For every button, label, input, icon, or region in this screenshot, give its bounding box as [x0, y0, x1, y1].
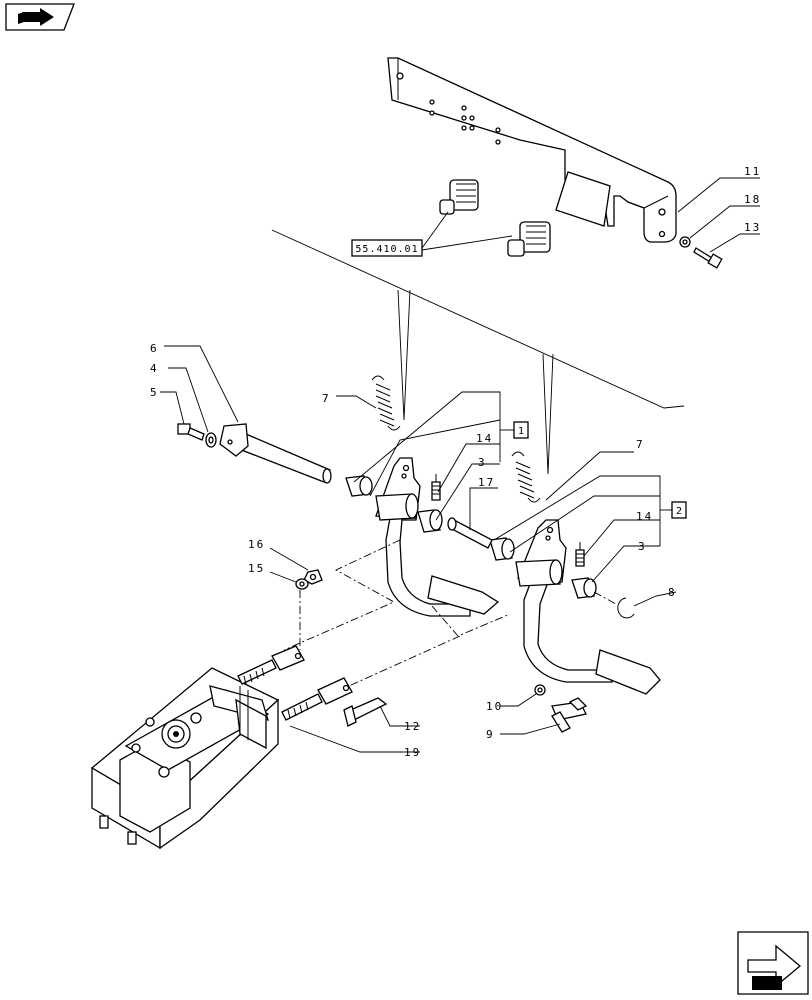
clevis-pin-12: [343, 697, 388, 727]
pedal-switch-lower: [507, 221, 551, 257]
callout-3-left: 3: [478, 456, 487, 469]
callout-14-left: 14: [476, 432, 493, 445]
group-box-1[interactable]: 1: [513, 421, 529, 439]
return-spring-left: [371, 375, 401, 431]
pivot-pin-17: [447, 517, 493, 549]
callout-9: 9: [486, 728, 495, 741]
callout-5: 5: [150, 386, 159, 399]
pedal-switch-upper: [439, 179, 479, 215]
grease-screw-left: [431, 474, 441, 501]
brake-pedal-right: [515, 519, 661, 695]
callout-7-left: 7: [322, 392, 331, 405]
brake-pedal-left: [375, 457, 500, 617]
bolt-5: [177, 423, 205, 441]
group-box-1-label: 1: [518, 426, 524, 437]
callout-6: 6: [150, 342, 159, 355]
callout-4: 4: [150, 362, 159, 375]
bushing-center: [489, 537, 515, 561]
washer-18: [679, 236, 691, 248]
callout-18: 18: [744, 193, 761, 206]
callout-11: 11: [744, 165, 761, 178]
bushing-left: [345, 475, 373, 497]
reference-box-label: 55.410.01: [355, 244, 418, 255]
next-page-arrow-icon[interactable]: [737, 931, 809, 995]
pedal-support-bracket: [387, 57, 677, 243]
callout-12: 12: [404, 720, 421, 733]
callout-7-right: 7: [636, 438, 645, 451]
pushrod-clevis-lower: [281, 677, 353, 721]
group-box-2[interactable]: 2: [671, 501, 687, 519]
callout-15: 15: [248, 562, 265, 575]
callout-10: 10: [486, 700, 503, 713]
return-spring-right: [511, 451, 541, 503]
pushrod-clevis-upper: [237, 645, 305, 685]
pedal-shaft-6: [219, 423, 332, 484]
bushing-3-right: [571, 577, 597, 599]
book-arrow-icon[interactable]: [5, 3, 75, 31]
callout-3-right: 3: [638, 540, 647, 553]
master-cylinder: [90, 667, 280, 850]
washer-10: [534, 684, 546, 696]
callout-8: 8: [668, 586, 677, 599]
circlip-8: [617, 597, 635, 619]
bolt-13: [693, 247, 723, 269]
callout-13: 13: [744, 221, 761, 234]
grease-screw-right: [575, 542, 585, 567]
bushing-3-left: [417, 509, 443, 533]
washer-4: [205, 432, 217, 448]
group-box-2-label: 2: [676, 506, 682, 517]
callout-19: 19: [404, 746, 421, 759]
reference-box[interactable]: 55.410.01: [351, 239, 423, 257]
valve-fitting-9: [551, 697, 588, 733]
washer-15: [295, 578, 309, 590]
callout-14-right: 14: [636, 510, 653, 523]
callout-17: 17: [478, 476, 495, 489]
nut-16: [303, 569, 323, 585]
callout-16: 16: [248, 538, 265, 551]
